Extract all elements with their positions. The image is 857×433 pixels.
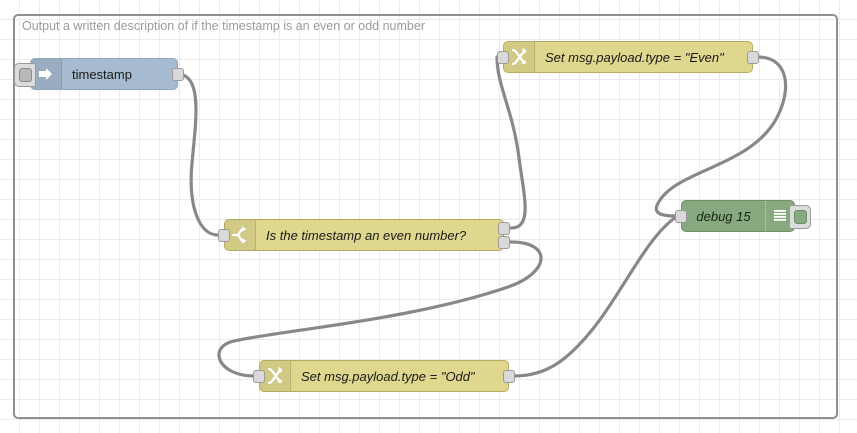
node-label-inject: timestamp: [72, 66, 132, 82]
node-label-change-odd: Set msg.payload.type = "Odd": [301, 368, 475, 384]
node-label-debug: debug 15: [696, 208, 751, 224]
switch-icon: [225, 220, 256, 250]
inject-button-inner: [18, 68, 32, 82]
port-output-change-even[interactable]: [747, 51, 759, 64]
port-output-change-odd[interactable]: [503, 370, 515, 383]
flow-group[interactable]: [13, 14, 838, 419]
port-input-change-even[interactable]: [497, 51, 509, 64]
node-change-odd[interactable]: Set msg.payload.type = "Odd": [253, 360, 515, 392]
port-output-switch-1[interactable]: [498, 236, 510, 249]
change-icon: [260, 361, 291, 391]
change-icon: [504, 42, 535, 72]
node-label-change-even: Set msg.payload.type = "Even": [545, 49, 724, 65]
group-title: Output a written description of if the t…: [22, 19, 425, 33]
port-input-debug[interactable]: [675, 210, 687, 223]
port-input-change-odd[interactable]: [253, 370, 265, 383]
debug-lines-icon: [765, 201, 794, 231]
node-inject-timestamp[interactable]: timestamp: [14, 58, 184, 90]
port-output-inject-0[interactable]: [172, 68, 184, 81]
port-output-switch-0[interactable]: [498, 222, 510, 235]
port-input-switch[interactable]: [218, 229, 230, 242]
node-debug-15[interactable]: debug 15: [675, 200, 811, 232]
node-label-switch: Is the timestamp an even number?: [266, 227, 467, 243]
node-switch-even[interactable]: Is the timestamp an even number?: [218, 219, 510, 251]
inject-trigger-button[interactable]: [14, 63, 36, 87]
inject-arrow-icon: [31, 59, 62, 89]
debug-button-inner: [793, 210, 807, 224]
node-change-even[interactable]: Set msg.payload.type = "Even": [497, 41, 759, 73]
debug-toggle-button[interactable]: [789, 205, 811, 229]
